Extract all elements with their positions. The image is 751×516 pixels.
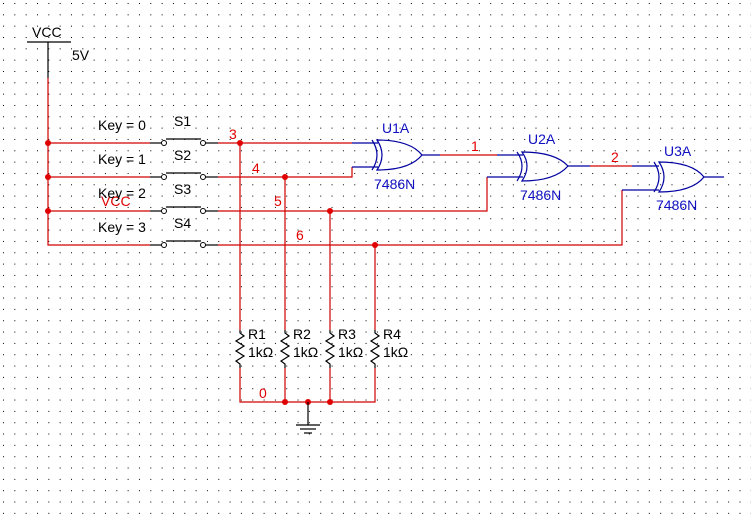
net-label-4: 4 — [252, 160, 260, 176]
switch-ref-label: S3 — [174, 181, 191, 197]
switch-s2[interactable]: Key = 1 S2 — [98, 147, 218, 180]
junction-dot — [45, 174, 51, 180]
resistor-value-label: 1kΩ — [383, 344, 408, 360]
switch-ref-label: S2 — [174, 147, 191, 163]
vcc-source[interactable]: VCC 5V — [27, 24, 90, 78]
junction-dot — [327, 208, 333, 214]
junction-dot — [282, 399, 288, 405]
vcc-voltage: 5V — [72, 47, 90, 63]
net-label-3: 3 — [229, 126, 237, 142]
resistor-value-label: 1kΩ — [338, 344, 363, 360]
switch-s1[interactable]: Key = 0 S1 — [98, 113, 218, 146]
gate-ref-label: U2A — [528, 131, 556, 147]
net-label-6: 6 — [296, 227, 304, 243]
resistor-value-label: 1kΩ — [248, 344, 273, 360]
xor-gate-u3a[interactable]: U3A 7486N — [622, 143, 724, 213]
switch-s3[interactable]: Key = 2 S3 — [98, 181, 218, 214]
net-label-0: 0 — [259, 385, 267, 401]
gate-ref-label: U1A — [382, 120, 410, 136]
switch-s4[interactable]: Key = 3 S4 — [98, 215, 218, 248]
ground-symbol[interactable] — [296, 402, 320, 434]
switch-key-label: Key = 0 — [98, 117, 146, 133]
stray-vcc-label: VCC — [101, 193, 131, 209]
switch-key-label: Key = 1 — [98, 151, 146, 167]
junction-dot — [45, 208, 51, 214]
gate-part-label: 7486N — [656, 197, 697, 213]
resistor-r3[interactable]: R3 1kΩ — [324, 326, 363, 368]
resistor-ref-label: R3 — [338, 326, 356, 342]
net-4-wire — [218, 167, 353, 178]
switch-key-label: Key = 2 — [98, 185, 146, 201]
junction-dot — [372, 242, 378, 248]
junction-dot — [45, 140, 51, 146]
junction-dot — [282, 174, 288, 180]
switch-key-label: Key = 3 — [98, 219, 146, 235]
net-label-2: 2 — [611, 149, 619, 165]
resistor-r1[interactable]: R1 1kΩ — [234, 326, 273, 368]
resistor-ref-label: R2 — [293, 326, 311, 342]
resistor-r4[interactable]: R4 1kΩ — [369, 326, 408, 368]
resistor-value-label: 1kΩ — [293, 344, 318, 360]
gate-part-label: 7486N — [374, 176, 415, 192]
vcc-bus-wire — [47, 78, 150, 246]
net-5-wire — [218, 177, 488, 212]
xor-gate-u1a[interactable]: U1A 7486N — [352, 120, 440, 192]
junction-dot — [237, 140, 243, 146]
gate-part-label: 7486N — [520, 187, 561, 203]
junction-dot — [327, 399, 333, 405]
resistor-ref-label: R4 — [383, 326, 401, 342]
net-label-1: 1 — [471, 138, 479, 154]
switch-ref-label: S4 — [174, 215, 191, 231]
xor-gate-u2a[interactable]: U2A 7486N — [487, 131, 590, 203]
resistor-ref-label: R1 — [248, 326, 266, 342]
net-label-5: 5 — [274, 193, 282, 209]
switch-ref-label: S1 — [174, 113, 191, 129]
gate-ref-label: U3A — [664, 143, 692, 159]
resistor-r2[interactable]: R2 1kΩ — [279, 326, 318, 368]
net-6-wire — [218, 190, 623, 246]
vcc-label: VCC — [32, 24, 62, 40]
